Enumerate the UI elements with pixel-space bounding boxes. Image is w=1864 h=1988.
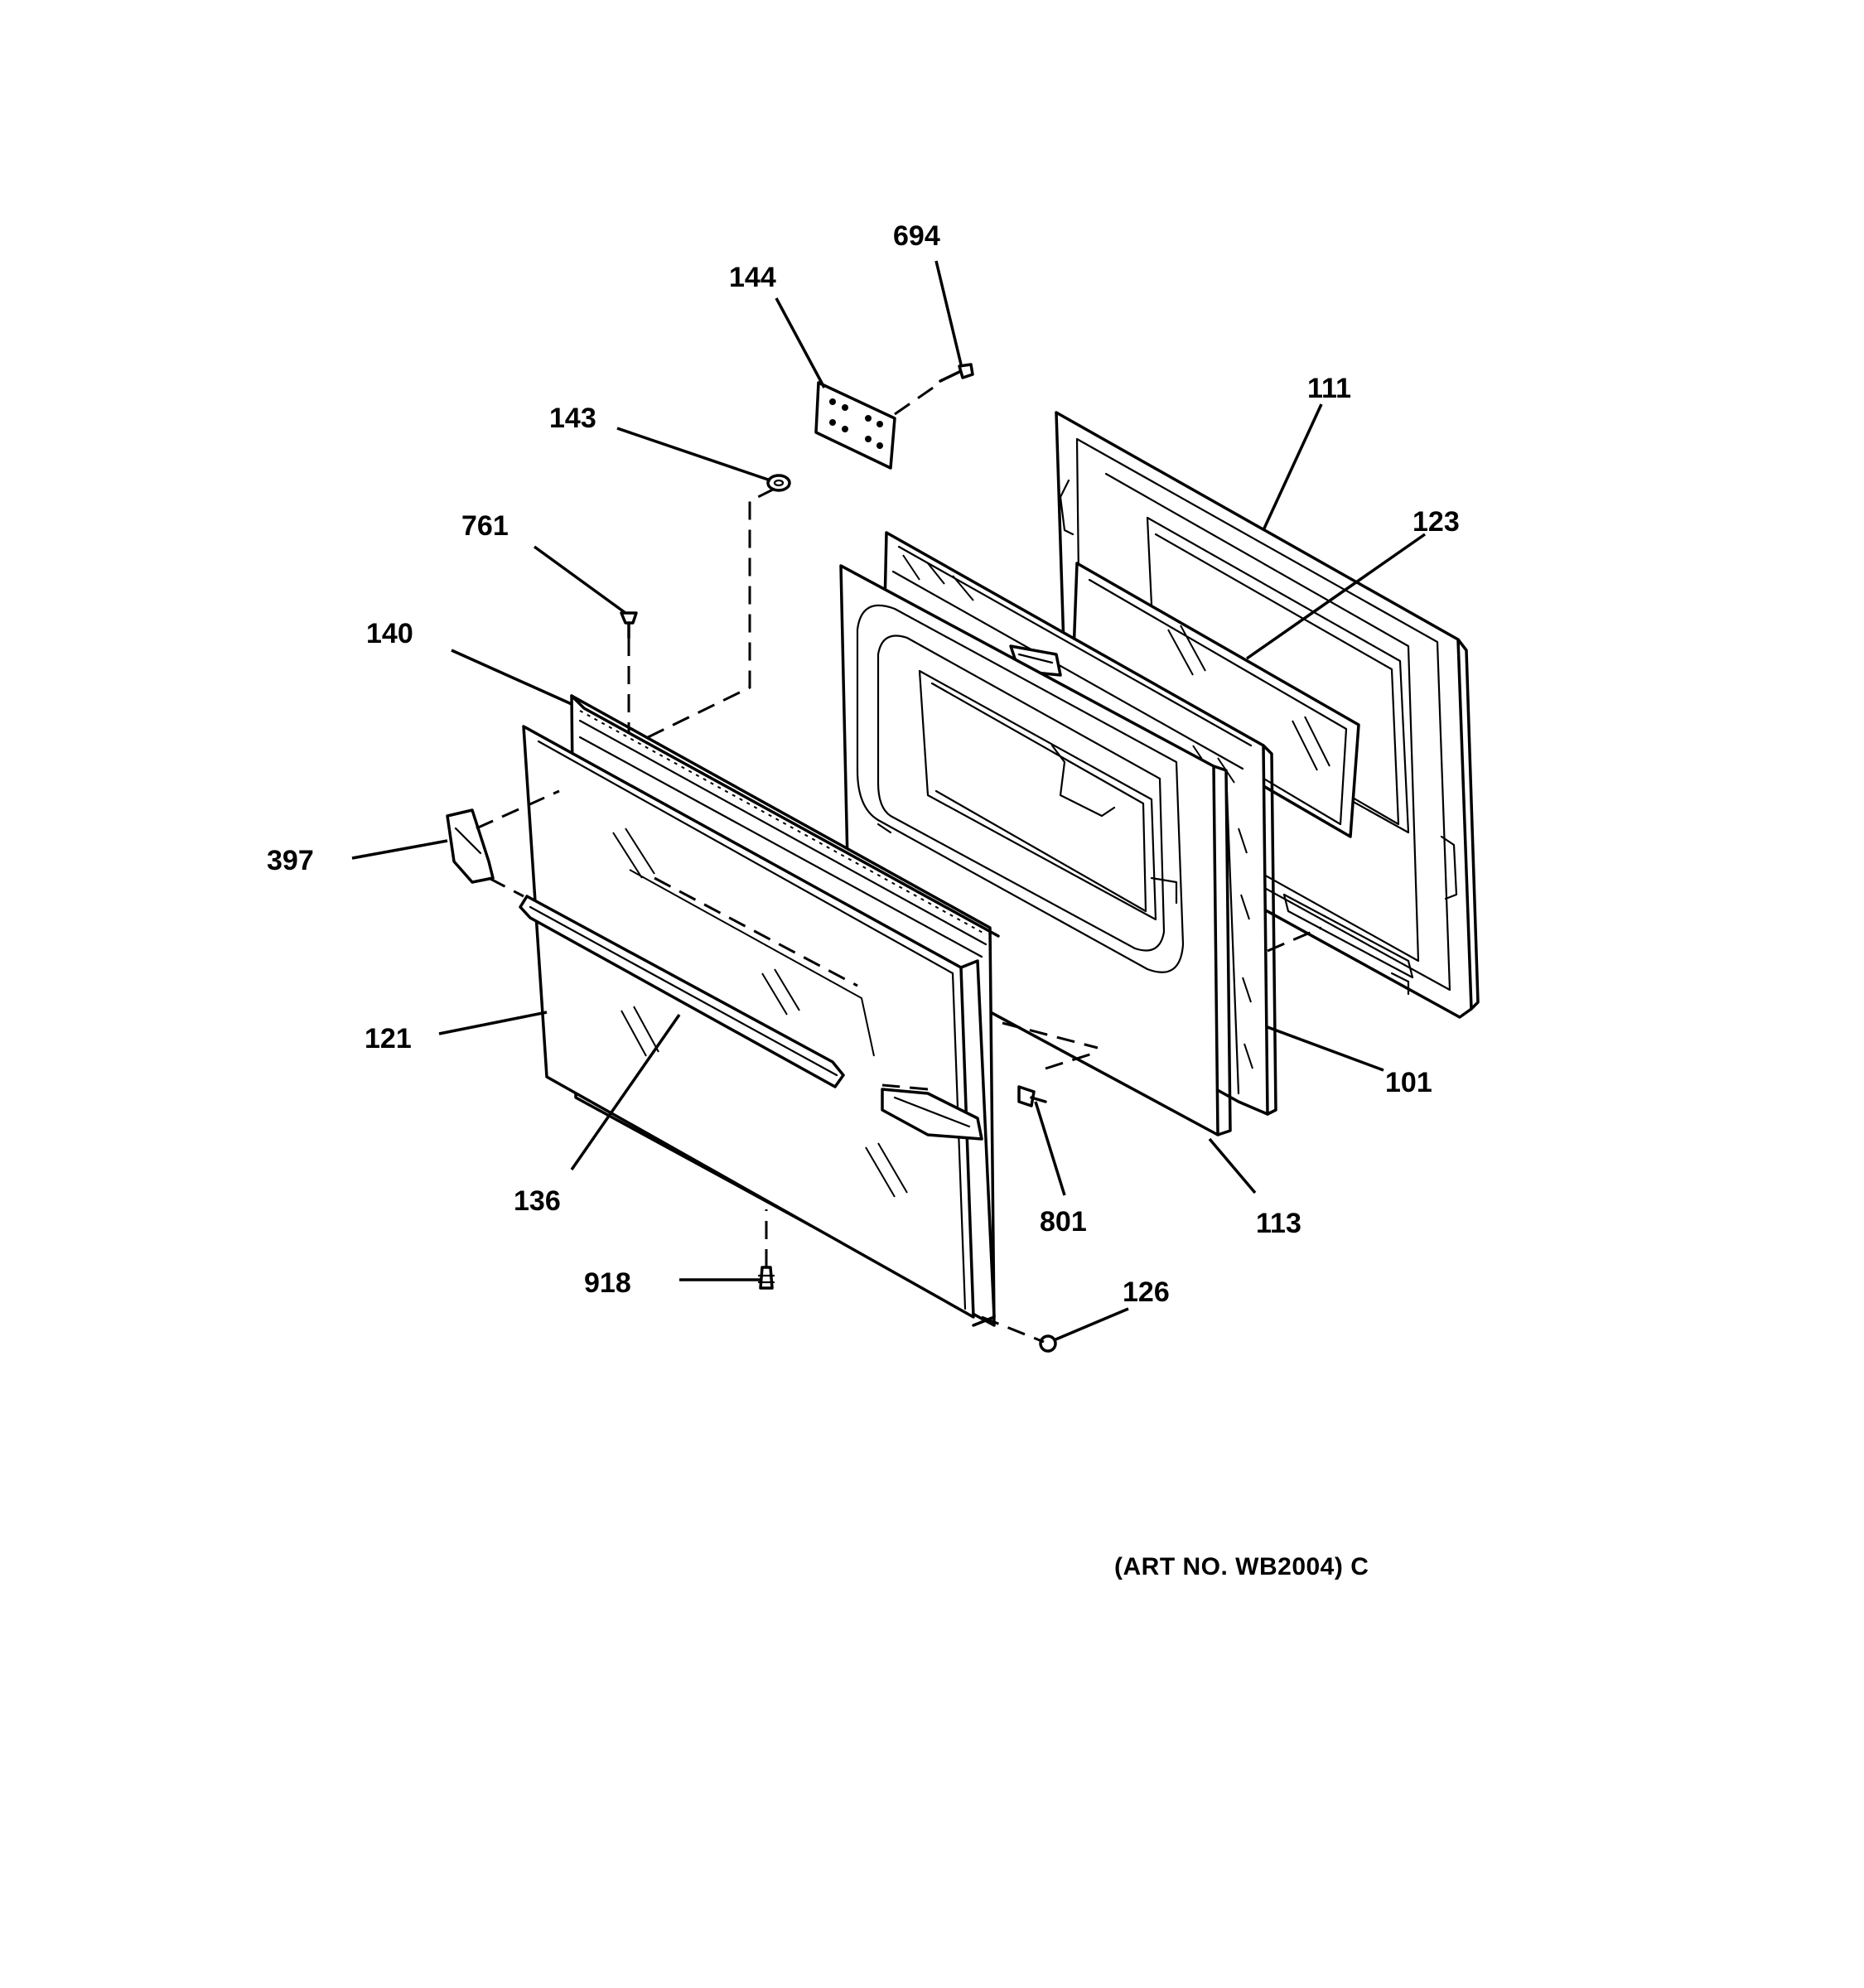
callout-123: 123: [1412, 506, 1460, 538]
leader-lines: [351, 260, 1427, 1342]
part-126-plug: [1039, 1334, 1057, 1353]
callout-136: 136: [514, 1185, 561, 1217]
callout-111: 111: [1307, 373, 1351, 404]
part-694-screw: [939, 363, 974, 383]
callout-761: 761: [461, 510, 509, 542]
part-918-screw: [757, 1266, 775, 1290]
callout-126: 126: [1123, 1276, 1170, 1308]
callout-918: 918: [584, 1267, 631, 1299]
part-113-door-liner: [839, 564, 1232, 1136]
part-397-end-caps: [446, 808, 983, 1141]
part-136-handle: [519, 895, 845, 1088]
callout-397: 397: [267, 845, 314, 876]
part-144-hinge-bracket: [814, 381, 896, 470]
callout-113: 113: [1256, 1208, 1301, 1239]
assembly-lines: [476, 381, 1322, 1344]
callout-801: 801: [1040, 1206, 1087, 1238]
part-143-washer: [766, 474, 791, 492]
callout-140: 140: [366, 618, 413, 649]
art-number: (ART NO. WB2004) C: [1114, 1553, 1369, 1580]
part-801-screw: [1017, 1085, 1047, 1107]
callout-121: 121: [365, 1023, 412, 1054]
callout-143: 143: [549, 403, 596, 434]
callout-144: 144: [729, 262, 776, 293]
callout-101: 101: [1385, 1067, 1432, 1098]
callout-694: 694: [893, 220, 940, 252]
part-761-screw: [620, 611, 638, 639]
